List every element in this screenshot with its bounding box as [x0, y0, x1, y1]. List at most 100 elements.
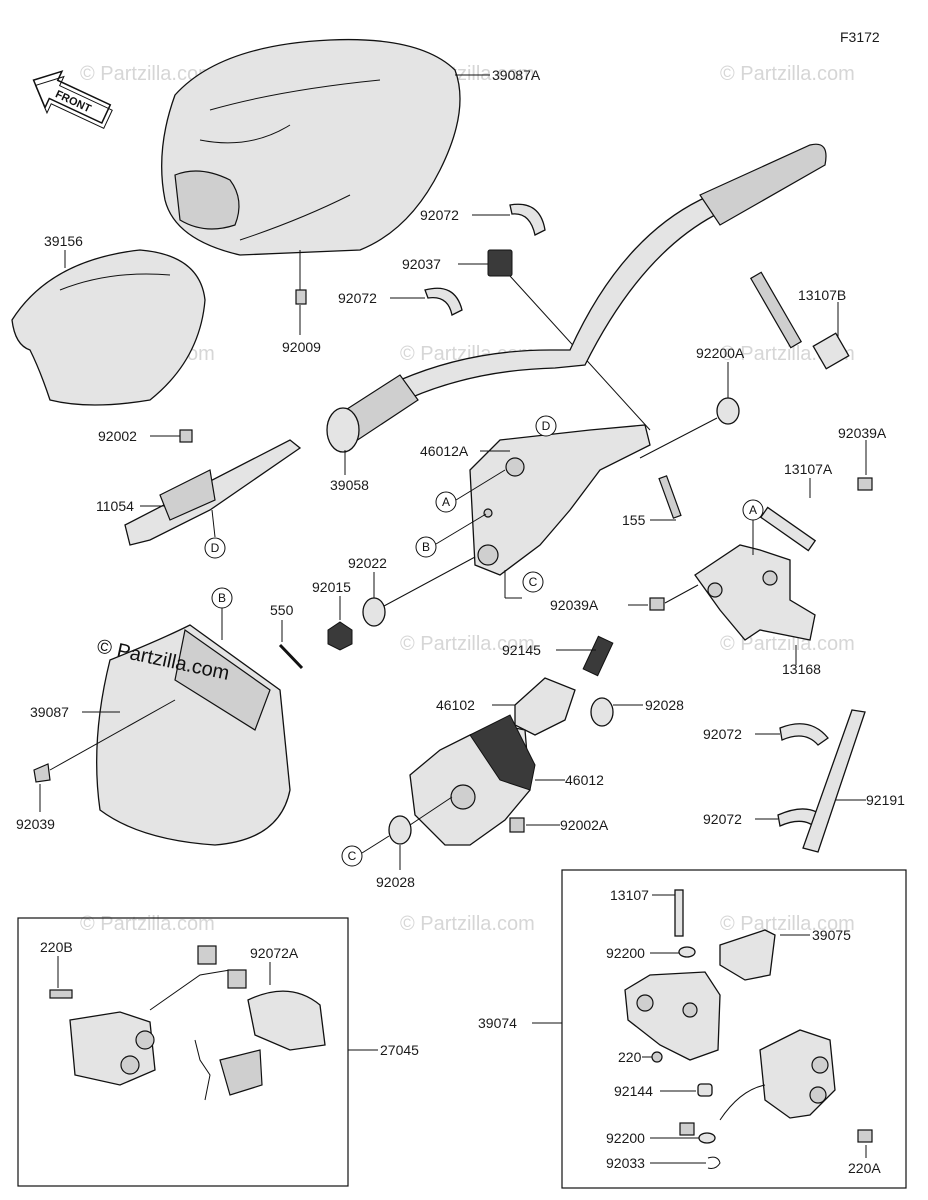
label-46102: 46102 — [436, 697, 475, 713]
label-92037: 92037 — [402, 256, 441, 272]
pad-39156 — [11, 249, 206, 406]
callout-C-2 — [341, 845, 363, 867]
washer-92022 — [362, 597, 386, 627]
label-92200A: 92200A — [696, 345, 745, 361]
label-92028-bot: 92028 — [376, 874, 415, 890]
pin-13107A — [759, 506, 817, 552]
label-155: 155 — [622, 512, 646, 528]
tube-92191 — [802, 709, 866, 853]
label-92072-c: 92072 — [703, 726, 742, 742]
label-92022: 92022 — [348, 555, 387, 571]
watermark: © Partzilla.com — [80, 63, 215, 85]
label-13107B: 13107B — [798, 287, 846, 303]
callout-A-1-text: A — [442, 495, 450, 509]
label-13168: 13168 — [782, 661, 821, 677]
clamp-92072-c — [779, 723, 829, 746]
washer-92200A — [716, 397, 740, 425]
label-220B: 220B — [40, 939, 73, 955]
label-92039: 92039 — [16, 816, 55, 832]
watermark: © Partzilla.com — [80, 913, 215, 935]
label-92144: 92144 — [614, 1083, 653, 1099]
label-39087A: 39087A — [492, 67, 541, 83]
label-39074: 39074 — [478, 1015, 517, 1031]
label-39156: 39156 — [44, 233, 83, 249]
bolt-155 — [658, 475, 682, 519]
callout-C-2-text: C — [348, 849, 357, 863]
cover-39087 — [96, 624, 291, 846]
callout-D-1 — [204, 537, 226, 559]
label-92033: 92033 — [606, 1155, 645, 1171]
box-27045 — [17, 917, 349, 1187]
callout-C-1 — [522, 571, 544, 593]
washer-92200-top — [678, 946, 696, 958]
label-92039A-top: 92039A — [838, 425, 887, 441]
label-92200-bot: 92200 — [606, 1130, 645, 1146]
label-11054: 11054 — [96, 498, 134, 514]
clamp-92072-a — [509, 203, 546, 236]
switch-39074 — [719, 1029, 836, 1121]
screw-92200-bot-stud — [679, 1122, 695, 1136]
label-13107: 13107 — [610, 887, 649, 903]
watermark: © Partzilla.com — [720, 633, 855, 655]
label-220A: 220A — [848, 1160, 881, 1176]
label-92039A-mid: 92039A — [550, 597, 599, 613]
screw-220 — [651, 1051, 663, 1063]
label-92145: 92145 — [502, 642, 541, 658]
washer-92028-top — [590, 697, 614, 727]
label-92191: 92191 — [866, 792, 905, 808]
sensor-46102 — [514, 677, 576, 736]
lever-13168 — [694, 544, 816, 641]
clamp-92072A — [194, 990, 326, 1101]
screw-92039A-top — [857, 477, 873, 491]
label-92072-b: 92072 — [338, 290, 377, 306]
pin-13107 — [674, 889, 684, 937]
relay-92037 — [487, 249, 513, 277]
callout-A-1 — [435, 491, 457, 513]
switch-27045 — [69, 945, 247, 1086]
label-39058: 39058 — [330, 477, 369, 493]
spring-92144 — [697, 1083, 713, 1097]
callout-D-1-text: D — [211, 541, 220, 555]
bolt-92002 — [179, 429, 193, 443]
label-220: 220 — [618, 1049, 642, 1065]
screw-92039 — [33, 763, 51, 783]
label-92200-top: 92200 — [606, 945, 645, 961]
cover-39087A — [161, 38, 461, 256]
nut-92015 — [327, 621, 353, 651]
housing-46012A — [469, 424, 651, 576]
bolt-92002A — [509, 817, 525, 833]
screw-220A — [857, 1129, 873, 1143]
label-39075: 39075 — [812, 927, 851, 943]
washer-92028-bot — [388, 815, 412, 845]
bracket-11054 — [124, 439, 302, 546]
label-46012A: 46012A — [420, 443, 469, 459]
housing-39074 — [624, 971, 721, 1061]
label-92072-d: 92072 — [703, 811, 742, 827]
housing-46012 — [409, 714, 536, 846]
label-92015: 92015 — [312, 579, 351, 595]
label-92002: 92002 — [98, 428, 137, 444]
bracket-39075 — [719, 929, 776, 981]
callout-D-2-text: D — [542, 419, 551, 433]
label-13107A: 13107A — [784, 461, 833, 477]
watermark: © Partzilla.com — [720, 913, 855, 935]
box-39074 — [561, 869, 907, 1189]
handlebar — [326, 143, 827, 453]
label-92009: 92009 — [282, 339, 321, 355]
bolt-13107B — [749, 271, 850, 370]
callout-B-1 — [415, 536, 437, 558]
spring-92145 — [582, 635, 614, 677]
callout-B-1-text: B — [422, 540, 430, 554]
screw-220B — [49, 989, 73, 999]
figure-code: F3172 — [840, 29, 880, 45]
callout-C-1-text: C — [529, 575, 538, 589]
washer-92200-bot — [698, 1132, 716, 1144]
label-92002A: 92002A — [560, 817, 609, 833]
pin-550 — [278, 643, 304, 670]
clamp-92072-b — [424, 287, 463, 316]
label-27045: 27045 — [380, 1042, 419, 1058]
callout-A-2-text: A — [749, 503, 757, 517]
label-39087: 39087 — [30, 704, 69, 720]
label-46012: 46012 — [565, 772, 604, 788]
